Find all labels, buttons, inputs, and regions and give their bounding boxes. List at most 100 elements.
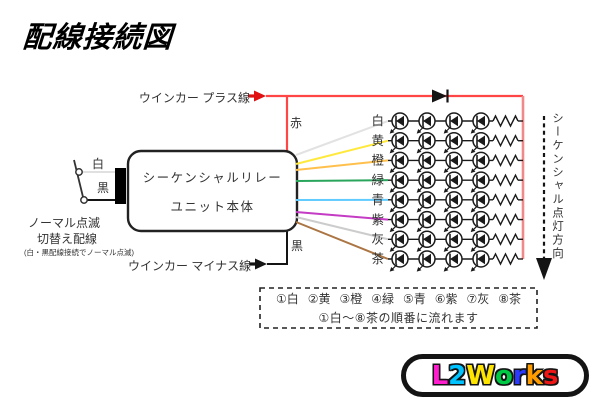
led-icon: [443, 151, 463, 174]
relay-unit-label-line2: ユニット本体: [170, 200, 255, 214]
fan-wires: [295, 120, 389, 260]
led-icon: [443, 210, 463, 233]
led-icon: [443, 230, 463, 252]
plus-wire-color-label: 赤: [290, 116, 303, 130]
switch-lever: [73, 159, 84, 198]
logo-letter: r: [512, 360, 526, 391]
logo-letter: L: [431, 360, 449, 391]
legend-note: ①白〜⑧茶の順番に流れます: [318, 311, 479, 325]
led-row-label: 黄: [371, 134, 384, 148]
logo-letter: 2: [448, 360, 467, 391]
legend-item: ①白: [275, 292, 299, 306]
relay-unit-label-line1: シーケンシャルリレー: [142, 171, 283, 185]
legend-item: ②黄: [307, 292, 331, 306]
minus-wire-color-label: 黒: [291, 239, 304, 253]
row-wire: [295, 211, 389, 221]
led-icon: [443, 171, 463, 193]
led-icon: [389, 112, 409, 134]
led-row-label: 灰: [371, 232, 384, 246]
row-wire: [295, 179, 389, 182]
resistor-icon: [492, 153, 519, 167]
led-icon: [470, 250, 490, 272]
led-row-label: 橙: [371, 153, 384, 168]
led-icon: [416, 230, 436, 252]
led-icon: [416, 250, 436, 272]
led-icon: [470, 230, 490, 252]
logo-letter: s: [542, 360, 559, 391]
logo-letter: W: [466, 360, 495, 391]
row-wire: [295, 221, 389, 260]
legend-item: ④緑: [371, 292, 394, 306]
led-icon: [389, 250, 409, 272]
switch-white-label: 白: [92, 157, 105, 171]
arrow-right-icon: [254, 90, 266, 102]
switch-note: (白・黒配線接続でノーマル点滅): [24, 248, 134, 257]
led-row-label: 緑: [371, 172, 384, 187]
switch-terminal-top: [75, 168, 83, 176]
plus-line-label: ウインカー プラス線: [138, 91, 250, 105]
resistor-icon: [492, 232, 519, 246]
led-icon: [470, 191, 490, 213]
row-wire: [295, 120, 389, 156]
resistor-icon: [492, 134, 519, 148]
resistor-icon: [492, 252, 519, 266]
led-icon: [443, 250, 463, 272]
led-icon: [443, 112, 463, 134]
row-wire: [295, 139, 389, 165]
arrow-right-icon: [255, 258, 267, 270]
page-title: 配線接続図: [21, 22, 174, 54]
direction-label: シーケンシャル点灯方向: [551, 112, 563, 261]
led-icon: [389, 230, 409, 252]
led-icon: [416, 191, 436, 213]
resistor-icon: [492, 173, 519, 187]
led-icon: [443, 131, 463, 154]
led-icon: [389, 210, 409, 233]
led-row-label: 茶: [371, 251, 384, 266]
row-wire: [295, 159, 389, 171]
legend-item: ⑧茶: [498, 292, 522, 306]
legend-item: ⑤青: [403, 292, 426, 306]
led-icon: [470, 112, 490, 134]
legend-item: ③橙: [339, 292, 363, 306]
legend-item: ⑥紫: [434, 292, 458, 306]
arrow-down-icon: [536, 258, 552, 280]
led-icon: [470, 131, 490, 154]
led-row-label: 白: [371, 113, 384, 128]
led-row-label: 青: [371, 193, 384, 207]
logo-letter: o: [494, 360, 513, 391]
minus-line-label: ウインカー マイナス線: [128, 259, 252, 273]
led-icon: [470, 151, 490, 174]
led-icon: [389, 191, 409, 213]
switch-terminal-bottom: [80, 196, 88, 204]
resistor-icon: [492, 213, 519, 227]
minus-line: [267, 231, 288, 265]
led-icon: [389, 171, 409, 193]
relay-unit-label: シーケンシャルリレー ユニット本体: [128, 151, 297, 231]
legend: ①白 ②黄 ③橙 ④緑 ⑤青 ⑥紫 ⑦灰 ⑧茶 ①白〜⑧茶の順番に流れます: [260, 288, 537, 328]
led-icon: [416, 210, 436, 233]
legend-item: ⑦灰: [466, 292, 490, 306]
relay-unit-box: [126, 149, 299, 233]
led-icon: [443, 191, 463, 213]
led-icon: [389, 131, 409, 154]
led-icon: [470, 210, 490, 233]
legend-box: [259, 287, 538, 329]
plus-wire: [248, 89, 523, 152]
switch-caption-line1: ノーマル点滅: [28, 216, 101, 230]
switch-caption-line2: 切替え配線: [37, 232, 98, 246]
direction-arrow: [536, 116, 552, 280]
switch-black-label: 黒: [97, 181, 110, 195]
arrow-stem: [249, 262, 256, 266]
row-wire: [295, 216, 389, 241]
led-icon: [416, 151, 436, 174]
arrow-stem: [248, 94, 255, 98]
led-icon: [416, 171, 436, 193]
legend-items: ①白 ②黄 ③橙 ④緑 ⑤青 ⑥紫 ⑦灰 ⑧茶: [276, 290, 521, 307]
switch-icon: [73, 159, 126, 204]
minus-wire: [249, 231, 288, 270]
led-row-label: 紫: [371, 213, 384, 227]
